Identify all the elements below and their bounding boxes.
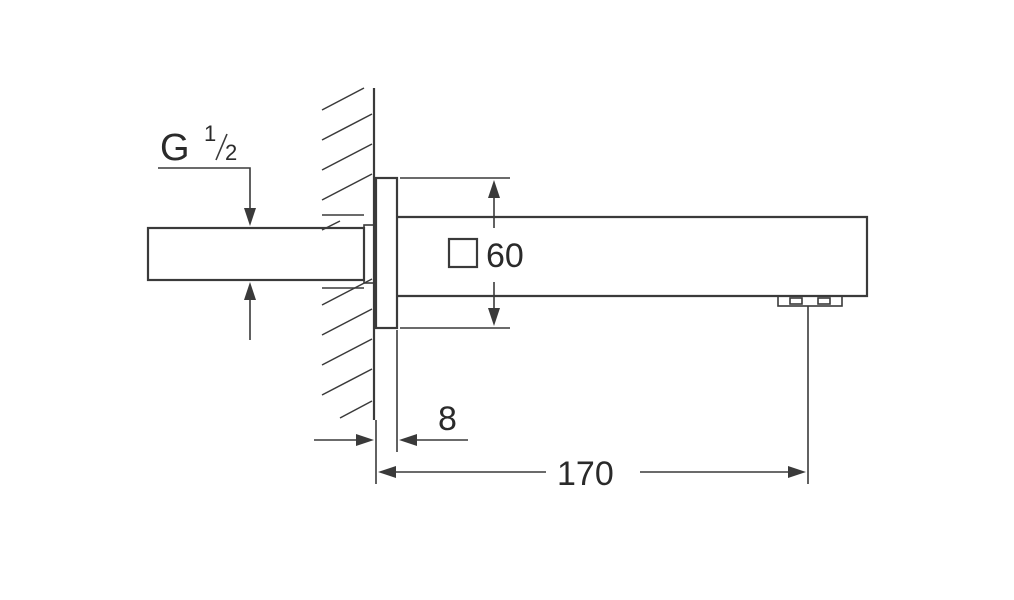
wall-flange [374, 176, 399, 330]
thread-fraction-slash [215, 133, 228, 161]
square-size-label: 60 [486, 237, 524, 275]
wall-hatch-icon [321, 87, 376, 420]
thread-dimension: G 1 2 [158, 121, 256, 340]
thread-label-g: G [160, 127, 190, 169]
square-size-dimension: 60 [400, 177, 524, 329]
connection-pipe [146, 214, 377, 289]
spout-body [397, 215, 869, 307]
thread-label-denominator: 2 [225, 140, 237, 165]
square-section-icon [447, 237, 479, 269]
projection-label: 170 [557, 455, 614, 493]
thread-label-numerator: 1 [204, 121, 216, 146]
flange-thickness-label: 8 [438, 400, 457, 438]
projection-dimension: 170 [375, 306, 809, 493]
flange-thickness-dimension: 8 [314, 330, 468, 452]
